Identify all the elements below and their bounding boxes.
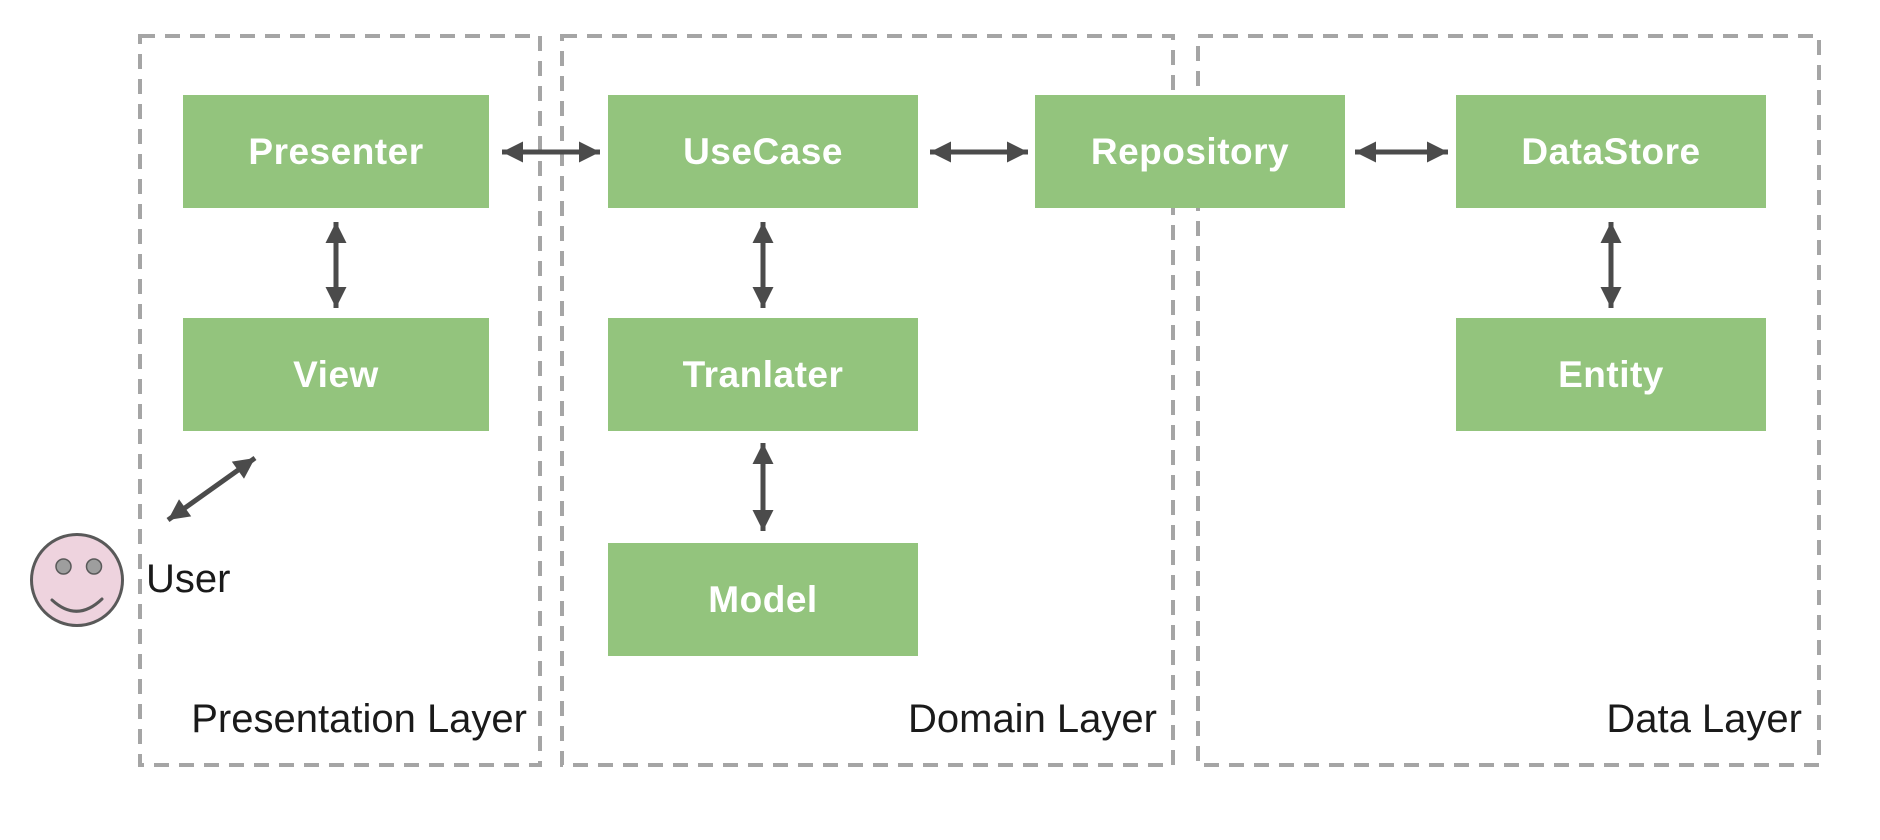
- node-entity: Entity: [1456, 318, 1766, 431]
- node-datastore-label: DataStore: [1521, 130, 1701, 172]
- node-view: View: [183, 318, 489, 431]
- node-presenter: Presenter: [183, 95, 489, 208]
- node-usecase-label: UseCase: [683, 130, 843, 172]
- node-view-label: View: [293, 353, 379, 395]
- node-usecase: UseCase: [608, 95, 918, 208]
- node-repository: Repository: [1035, 95, 1345, 208]
- node-tranlater-label: Tranlater: [682, 353, 844, 395]
- node-model-label: Model: [708, 578, 818, 620]
- node-repository-label: Repository: [1090, 130, 1290, 172]
- node-datastore: DataStore: [1456, 95, 1766, 208]
- domain-layer-border: [560, 34, 1175, 767]
- data-layer-label: Data Layer: [1606, 697, 1802, 741]
- node-entity-label: Entity: [1558, 353, 1664, 395]
- node-model: Model: [608, 543, 918, 656]
- data-layer-border: [1196, 34, 1821, 767]
- domain-layer-label: Domain Layer: [907, 697, 1157, 741]
- user-actor-label: User: [146, 557, 231, 601]
- presentation-layer-border: [138, 34, 542, 767]
- node-presenter-label: Presenter: [248, 130, 424, 172]
- presentation-layer-label: Presentation Layer: [191, 697, 527, 741]
- node-tranlater: Tranlater: [608, 318, 918, 431]
